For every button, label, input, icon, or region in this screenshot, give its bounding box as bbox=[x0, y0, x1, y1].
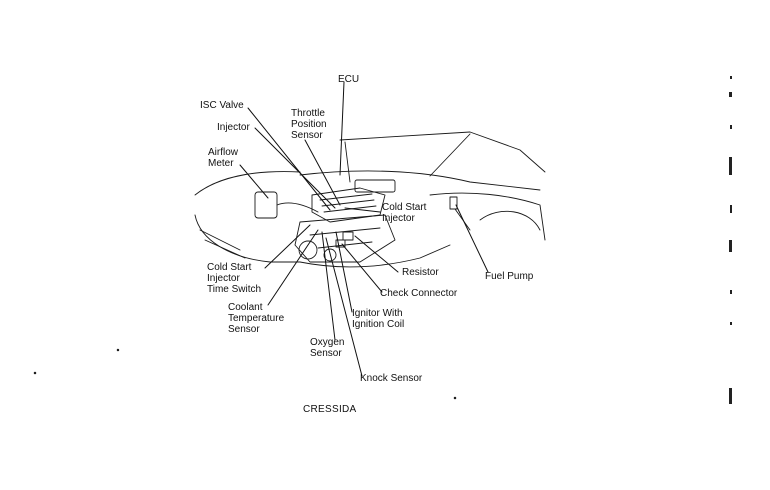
edge-mark bbox=[730, 205, 732, 213]
edge-mark bbox=[729, 157, 732, 175]
leader-injector bbox=[254, 127, 336, 209]
leader-cold-start-injector bbox=[344, 207, 381, 213]
pulley-2 bbox=[323, 248, 337, 262]
pulley-1 bbox=[298, 240, 318, 260]
wheel-arch bbox=[479, 210, 541, 231]
resistor-body bbox=[342, 231, 354, 241]
leader-resistor bbox=[354, 235, 399, 273]
label-throttle-position-sensor: Throttle Position Sensor bbox=[291, 108, 327, 141]
windshield-frame bbox=[344, 133, 471, 183]
left-fender bbox=[194, 171, 301, 196]
edge-mark bbox=[730, 322, 732, 325]
leader-ecu bbox=[339, 81, 345, 176]
check-connector-body bbox=[335, 239, 346, 248]
front-panel bbox=[199, 229, 246, 259]
label-knock-sensor: Knock Sensor bbox=[360, 373, 423, 384]
leader-airflow bbox=[239, 164, 269, 199]
engine-block bbox=[294, 214, 396, 263]
leader-knock bbox=[325, 237, 363, 377]
label-ecu: ECU bbox=[338, 74, 360, 85]
leader-isc-valve bbox=[247, 107, 331, 211]
edge-mark bbox=[730, 76, 732, 79]
label-coolant-temperature-sensor: Coolant Temperature Sensor bbox=[228, 302, 285, 335]
fuel-pump-body bbox=[449, 196, 458, 210]
diagram-caption: CRESSIDA bbox=[303, 404, 357, 415]
label-oxygen-sensor: Oxygen Sensor bbox=[310, 337, 345, 359]
edge-mark bbox=[730, 290, 732, 294]
manifold-runners bbox=[319, 193, 377, 213]
label-airflow-meter: Airflow Meter bbox=[208, 147, 239, 169]
front-bumper bbox=[194, 214, 301, 263]
cowl-line bbox=[299, 170, 541, 191]
label-cold-start-injector: Cold Start Injector bbox=[382, 202, 427, 224]
label-isc-valve: ISC Valve bbox=[200, 100, 244, 111]
label-ignitor-with-ignition-coil: Ignitor With Ignition Coil bbox=[352, 308, 405, 330]
edge-mark bbox=[729, 92, 732, 97]
leader-check-connector bbox=[341, 243, 383, 293]
label-injector: Injector bbox=[217, 122, 250, 133]
air-duct bbox=[276, 202, 319, 213]
bay-lower bbox=[299, 244, 451, 268]
leader-oxygen bbox=[321, 231, 336, 341]
leader-ignitor bbox=[335, 231, 353, 313]
ecu-box bbox=[354, 179, 396, 193]
leader-fuel-pump bbox=[455, 204, 489, 273]
leader-coolant bbox=[267, 229, 319, 306]
edge-mark bbox=[730, 125, 732, 129]
leader-time-switch bbox=[264, 224, 311, 269]
leader-throttle bbox=[304, 139, 341, 206]
right-fender bbox=[429, 192, 546, 241]
label-cold-start-injector-time-switch: Cold Start Injector Time Switch bbox=[207, 262, 262, 295]
label-check-connector: Check Connector bbox=[380, 288, 458, 299]
edge-mark bbox=[729, 240, 732, 252]
label-resistor: Resistor bbox=[402, 267, 439, 278]
hood-outline bbox=[339, 131, 546, 173]
label-fuel-pump: Fuel Pump bbox=[485, 271, 534, 282]
edge-mark bbox=[729, 388, 732, 404]
intake-manifold bbox=[311, 187, 386, 223]
